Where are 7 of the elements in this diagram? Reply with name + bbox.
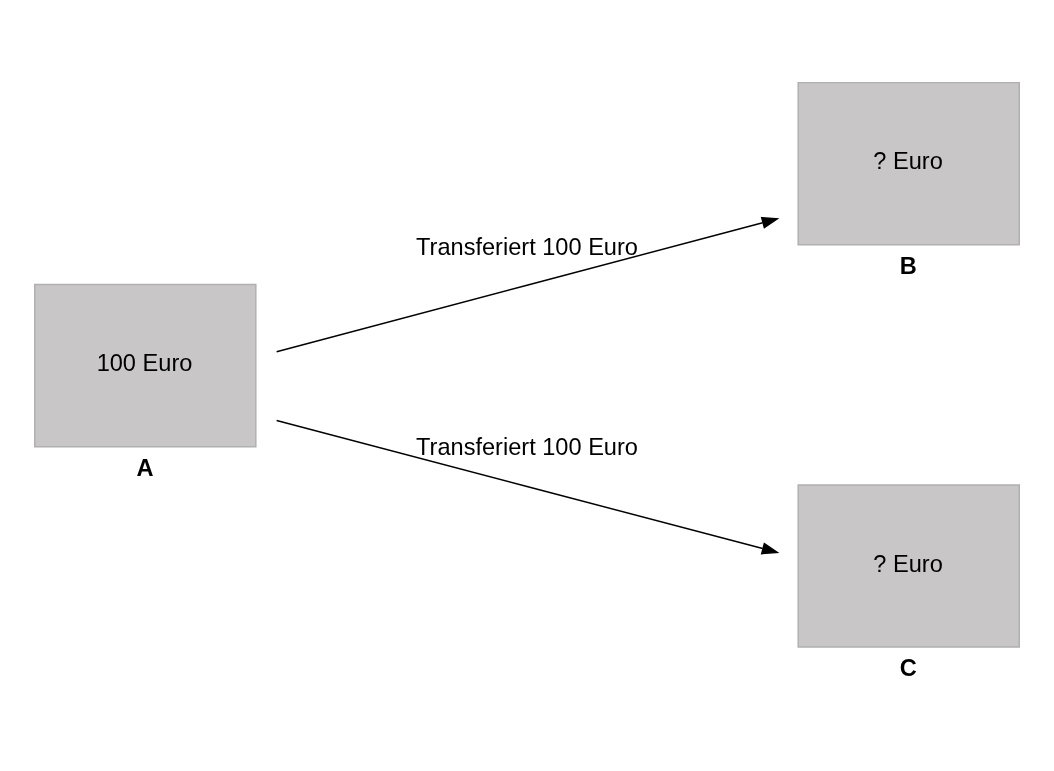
arrow xyxy=(275,216,780,353)
node-label: C xyxy=(899,655,917,682)
arrow xyxy=(275,419,780,555)
edge-label: Transferiert 100 Euro xyxy=(416,434,638,461)
node-label: A xyxy=(136,454,154,481)
edge-label: Transferiert 100 Euro xyxy=(416,233,638,260)
node-label: B xyxy=(899,252,917,279)
